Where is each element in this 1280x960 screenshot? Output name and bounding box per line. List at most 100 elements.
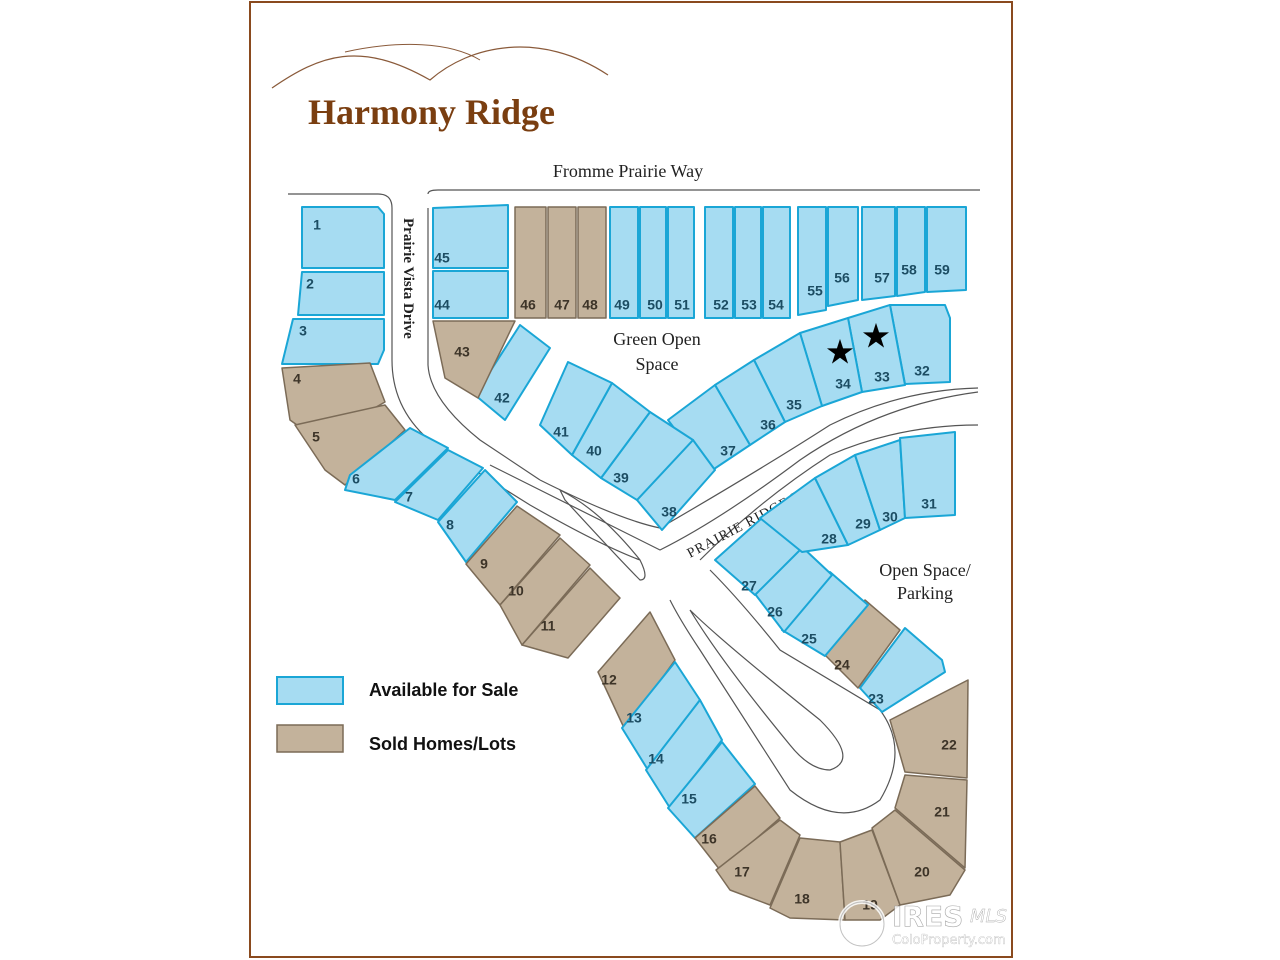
lot-17[interactable]: [715, 819, 801, 906]
lot-number-12: 12: [601, 672, 617, 688]
lot-45[interactable]: [432, 204, 509, 269]
lot-55[interactable]: [797, 206, 827, 316]
lot-number-58: 58: [901, 262, 917, 278]
lot-number-32: 32: [914, 363, 930, 379]
star-icon: ★: [825, 333, 855, 373]
lot-10[interactable]: [499, 537, 591, 646]
lot-2[interactable]: [297, 271, 385, 316]
lot-number-52: 52: [713, 297, 729, 313]
lot-number-30: 30: [882, 509, 898, 525]
lot-15[interactable]: [667, 741, 756, 839]
lot-22[interactable]: [889, 679, 969, 779]
lot-56[interactable]: [827, 206, 859, 307]
street-label-fromme-prairie-way: Fromme Prairie Way: [553, 161, 703, 181]
lot-number-54: 54: [768, 297, 784, 313]
lot-number-37: 37: [720, 443, 736, 459]
legend-sold-swatch: [276, 724, 344, 753]
lot-number-47: 47: [554, 297, 570, 313]
lot-number-15: 15: [681, 791, 697, 807]
star-icon: ★: [861, 317, 891, 357]
lot-number-59: 59: [934, 262, 950, 278]
lot-3[interactable]: [281, 318, 385, 365]
lot-16[interactable]: [694, 785, 781, 871]
lot-number-26: 26: [767, 604, 783, 620]
lot-59[interactable]: [926, 206, 967, 293]
lot-number-23: 23: [868, 691, 884, 707]
street-label-prairie-vista-drive: Prairie Vista Drive: [400, 218, 416, 339]
lot-number-48: 48: [582, 297, 598, 313]
lot-number-20: 20: [914, 864, 930, 880]
lot-23[interactable]: [859, 627, 946, 713]
lot-42[interactable]: [474, 324, 551, 421]
lot-number-42: 42: [494, 390, 510, 406]
lot-number-27: 27: [741, 578, 757, 594]
lot-number-40: 40: [586, 443, 602, 459]
lot-number-35: 35: [786, 397, 802, 413]
lot-number-8: 8: [446, 517, 454, 533]
lot-54[interactable]: [762, 206, 791, 319]
lot-number-39: 39: [613, 470, 629, 486]
lot-52[interactable]: [704, 206, 734, 319]
roads: [288, 189, 980, 814]
lot-46[interactable]: [514, 206, 547, 319]
lot-number-46: 46: [520, 297, 536, 313]
lot-41[interactable]: [539, 361, 613, 456]
ires-mls-watermark: IRES MLS ColoProperty.com: [838, 900, 1007, 948]
area-label-green-open-space-line1: Green Open: [613, 329, 700, 349]
lot-number-11: 11: [541, 618, 556, 634]
lot-31[interactable]: [899, 431, 956, 519]
lot-number-24: 24: [834, 657, 850, 673]
lot-1[interactable]: [301, 206, 385, 269]
lot-number-14: 14: [648, 751, 664, 767]
lot-49[interactable]: [609, 206, 639, 319]
lot-number-2: 2: [306, 276, 314, 292]
legend-sold-label: Sold Homes/Lots: [369, 734, 516, 754]
lot-number-36: 36: [760, 417, 776, 433]
lot-number-44: 44: [434, 297, 450, 313]
lot-12[interactable]: [597, 611, 676, 731]
lot-number-9: 9: [480, 556, 488, 572]
lot-44[interactable]: [432, 270, 509, 319]
lot-number-29: 29: [855, 516, 871, 532]
lot-7[interactable]: [394, 449, 484, 521]
lot-number-38: 38: [661, 504, 677, 520]
lot-20[interactable]: [871, 809, 966, 906]
lot-number-31: 31: [921, 496, 937, 512]
watermark-suffix: MLS: [970, 906, 1007, 927]
area-label-green-open-space-line2: Space: [636, 354, 679, 374]
lot-number-10: 10: [508, 583, 524, 599]
lot-number-22: 22: [941, 737, 957, 753]
lot-57[interactable]: [861, 206, 896, 301]
lot-number-45: 45: [434, 250, 450, 266]
lot-9[interactable]: [465, 505, 561, 606]
lot-number-25: 25: [801, 631, 817, 647]
lot-8[interactable]: [437, 469, 518, 563]
watermark-site: ColoProperty.com: [892, 933, 1006, 948]
lot-number-49: 49: [614, 297, 630, 313]
lot-47[interactable]: [547, 206, 577, 319]
lot-number-43: 43: [454, 344, 470, 360]
mountain-logo-icon: [271, 43, 609, 89]
lot-6[interactable]: [344, 427, 449, 501]
legend: Available for Sale Sold Homes/Lots: [276, 676, 518, 754]
lot-number-56: 56: [834, 270, 850, 286]
lot-number-16: 16: [701, 831, 717, 847]
lot-number-51: 51: [674, 297, 690, 313]
lot-43[interactable]: [432, 320, 516, 399]
lot-number-34: 34: [835, 376, 851, 392]
lot-number-28: 28: [821, 531, 837, 547]
lot-21[interactable]: [894, 774, 968, 869]
lot-number-53: 53: [741, 297, 757, 313]
lot-48[interactable]: [577, 206, 607, 319]
lot-50[interactable]: [639, 206, 667, 319]
lot-58[interactable]: [896, 206, 926, 297]
lot-number-17: 17: [734, 864, 750, 880]
lot-number-41: 41: [553, 424, 569, 440]
lot-14[interactable]: [645, 699, 723, 809]
lot-51[interactable]: [667, 206, 695, 319]
lot-11[interactable]: [521, 567, 621, 659]
area-label-open-space-line1: Open Space/: [879, 560, 970, 580]
lot-number-18: 18: [794, 891, 810, 907]
lot-53[interactable]: [734, 206, 762, 319]
